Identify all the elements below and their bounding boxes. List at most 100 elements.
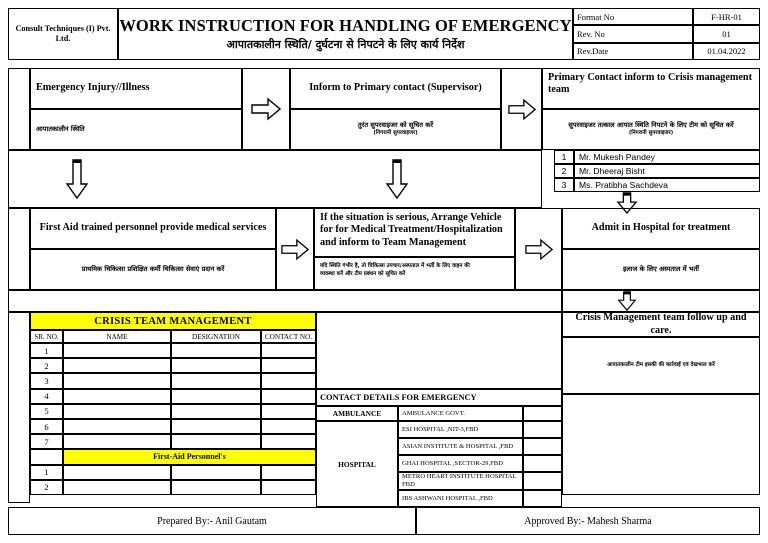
row4-band-right <box>562 290 760 312</box>
team-member-row: 3 <box>554 178 574 192</box>
header-meta-value-0: F-HR-01 <box>693 8 760 26</box>
first-aid-row-sr[interactable]: 2 <box>30 479 63 495</box>
flow-step-1-en-text: Emergency Injury//Illness <box>36 82 150 94</box>
first-aid-row-sr[interactable]: 1 <box>30 464 63 480</box>
contact-provider-number[interactable] <box>523 490 562 507</box>
crisis-row-sr[interactable]: 5 <box>30 403 63 419</box>
first-aid-row-name[interactable] <box>63 479 171 495</box>
meta-value: 01 <box>722 28 731 39</box>
crisis-row-designation[interactable] <box>171 343 261 359</box>
crisis-row-sr-text: 3 <box>44 375 49 386</box>
crisis-row-sr-text: 4 <box>44 391 49 402</box>
crisis-row-name[interactable] <box>63 373 171 389</box>
contact-provider-number[interactable] <box>523 472 562 490</box>
flow-step-5-en: If the situation is serious, Arrange Veh… <box>314 208 515 257</box>
crisis-row-sr-text: 2 <box>44 360 49 371</box>
arrow-down-2 <box>380 158 414 200</box>
crisis-row-name[interactable] <box>63 388 171 404</box>
crisis-col-header-designation: DESIGNATION <box>171 330 261 343</box>
first-aid-row-contact[interactable] <box>261 464 316 480</box>
crisis-row-contact[interactable] <box>261 373 316 389</box>
crisis-row-name[interactable] <box>63 419 171 435</box>
first-aid-row-designation[interactable] <box>171 479 261 495</box>
flow-step-3-hi-subtext: (निगरानी सुपरवाइजर) <box>628 130 674 137</box>
crisis-row-sr[interactable]: 2 <box>30 358 63 374</box>
flow-step-2-hi-subtext: (निगरानी सुपरवाइजर) <box>373 130 418 137</box>
first-aid-sr-blank <box>30 449 63 465</box>
flow-arrow-cell-1 <box>242 68 290 150</box>
first-aid-title-text: First-Aid Personnel's <box>153 452 226 462</box>
contact-category-ambulance: AMBULANCE <box>316 406 398 421</box>
first-aid-row-designation[interactable] <box>171 464 261 480</box>
crisis-row-designation[interactable] <box>171 373 261 389</box>
meta-label: Rev. No <box>577 28 605 39</box>
flow-step-5-hi: यदि स्थिति गंभीर है, तो चिकित्सा उपचार/अ… <box>314 257 515 290</box>
document-title-en: WORK INSTRUCTION FOR HANDLING OF EMERGEN… <box>119 15 572 35</box>
crisis-row-contact[interactable] <box>261 388 316 404</box>
crisis-row-name[interactable] <box>63 403 171 419</box>
row4-band-left <box>8 290 562 312</box>
crisis-table-title-text: CRISIS TEAM MANAGEMENT <box>94 315 252 327</box>
crisis-row-contact[interactable] <box>261 419 316 435</box>
contact-provider-number[interactable] <box>523 455 562 472</box>
crisis-table-spine <box>8 312 30 503</box>
team-member-name-cell: Ms. Pratibha Sachdeva <box>574 178 760 192</box>
crisis-row-designation[interactable] <box>171 434 261 450</box>
flow-step-2-en: Inform to Primary contact (Supervisor) <box>290 68 501 109</box>
right-filler-below-followup <box>562 394 760 495</box>
flow-step-5-hi-text: यदि स्थिति गंभीर है, तो चिकित्सा उपचार/अ… <box>320 263 470 269</box>
crisis-row-sr[interactable]: 4 <box>30 388 63 404</box>
crisis-row-name[interactable] <box>63 358 171 374</box>
footer-prepared-by-text: Prepared By:- Anil Gautam <box>157 515 267 527</box>
flow-step-7-en-text: Crisis Management team follow up and car… <box>575 312 747 336</box>
arrow-right-icon <box>251 97 281 121</box>
flow-step-3-en: Primary Contact inform to Crisis managem… <box>542 68 760 109</box>
crisis-col-header-sr: SR. NO. <box>30 330 63 343</box>
crisis-row-contact[interactable] <box>261 434 316 450</box>
arrow-right-icon <box>507 98 536 121</box>
contact-category-hospital-text: HOSPITAL <box>338 459 376 469</box>
header-meta-label-2: Rev.Date <box>573 42 693 60</box>
contact-provider-name: AMBULANCE GOVT. <box>398 406 523 421</box>
contact-provider-name-text: METRO HEART INSTITUTE HOSPITAL FBD <box>402 473 517 488</box>
contact-provider-name: IBS ASHWANI HOSPITAL ,FBD <box>398 490 523 507</box>
contact-provider-number[interactable] <box>523 406 562 421</box>
flow-step-1-hi: आपातकालीन स्थिति <box>30 109 242 150</box>
crisis-row-name[interactable] <box>63 434 171 450</box>
crisis-row-designation[interactable] <box>171 358 261 374</box>
contact-provider-name-text: GHAI HOSPITAL ,SECTOR-29,FBD <box>402 459 503 467</box>
contact-provider-number-text <box>524 447 527 454</box>
flow-step-4-hi-text: प्राथमिक चिकित्सा प्रशिक्षित कर्मी चिकित… <box>81 265 225 274</box>
crisis-row-sr[interactable]: 7 <box>30 434 63 450</box>
team-member-row: 1 <box>554 150 574 164</box>
arrow-down-1 <box>60 158 94 200</box>
crisis-row-sr[interactable]: 6 <box>30 419 63 435</box>
crisis-row-sr[interactable]: 1 <box>30 343 63 359</box>
flow-step-1-en: Emergency Injury//Illness <box>30 68 242 109</box>
flow-step-3-hi: सुपरवाइजर तत्काल आपात स्थिति निपटने के ल… <box>542 109 760 150</box>
crisis-row-contact[interactable] <box>261 403 316 419</box>
flow-step-1-hi-text: आपातकालीन स्थिति <box>36 125 85 134</box>
first-aid-row-name[interactable] <box>63 464 171 480</box>
crisis-row-contact[interactable] <box>261 358 316 374</box>
header-meta-label-0: Format No <box>573 8 693 26</box>
crisis-row-designation[interactable] <box>171 388 261 404</box>
company-name: Consult Techniques (I) Pvt. Ltd. <box>15 23 111 43</box>
row3-left-spine <box>8 208 30 290</box>
contact-provider-name: GHAI HOSPITAL ,SECTOR-29,FBD <box>398 455 523 472</box>
flow-step-3-en-text: Primary Contact inform to Crisis managem… <box>548 72 752 96</box>
contact-provider-number[interactable] <box>523 438 562 455</box>
flow-step-4-hi: प्राथमिक चिकित्सा प्रशिक्षित कर्मी चिकित… <box>30 249 276 290</box>
flow-step-7-hi: आपातकालीन टीम इसकी की कार्रवाई एवं देखभा… <box>562 337 760 394</box>
crisis-row-designation[interactable] <box>171 403 261 419</box>
contact-provider-name-text: ESI HOSPITAL ,NIT-3,FBD <box>402 425 479 433</box>
first-aid-row-contact[interactable] <box>261 479 316 495</box>
crisis-row-name[interactable] <box>63 343 171 359</box>
contact-provider-name: ASIAN INSTITUTE & HOSPITAL ,FBD <box>398 438 523 455</box>
crisis-row-contact[interactable] <box>261 343 316 359</box>
crisis-row-sr[interactable]: 3 <box>30 373 63 389</box>
work-instruction-sheet: Consult Techniques (I) Pvt. Ltd. WORK IN… <box>8 8 760 535</box>
flow-step-6-hi: इलाज के लिए अस्पताल में भर्ती <box>562 249 760 290</box>
contact-provider-number[interactable] <box>523 421 562 438</box>
crisis-row-designation[interactable] <box>171 419 261 435</box>
